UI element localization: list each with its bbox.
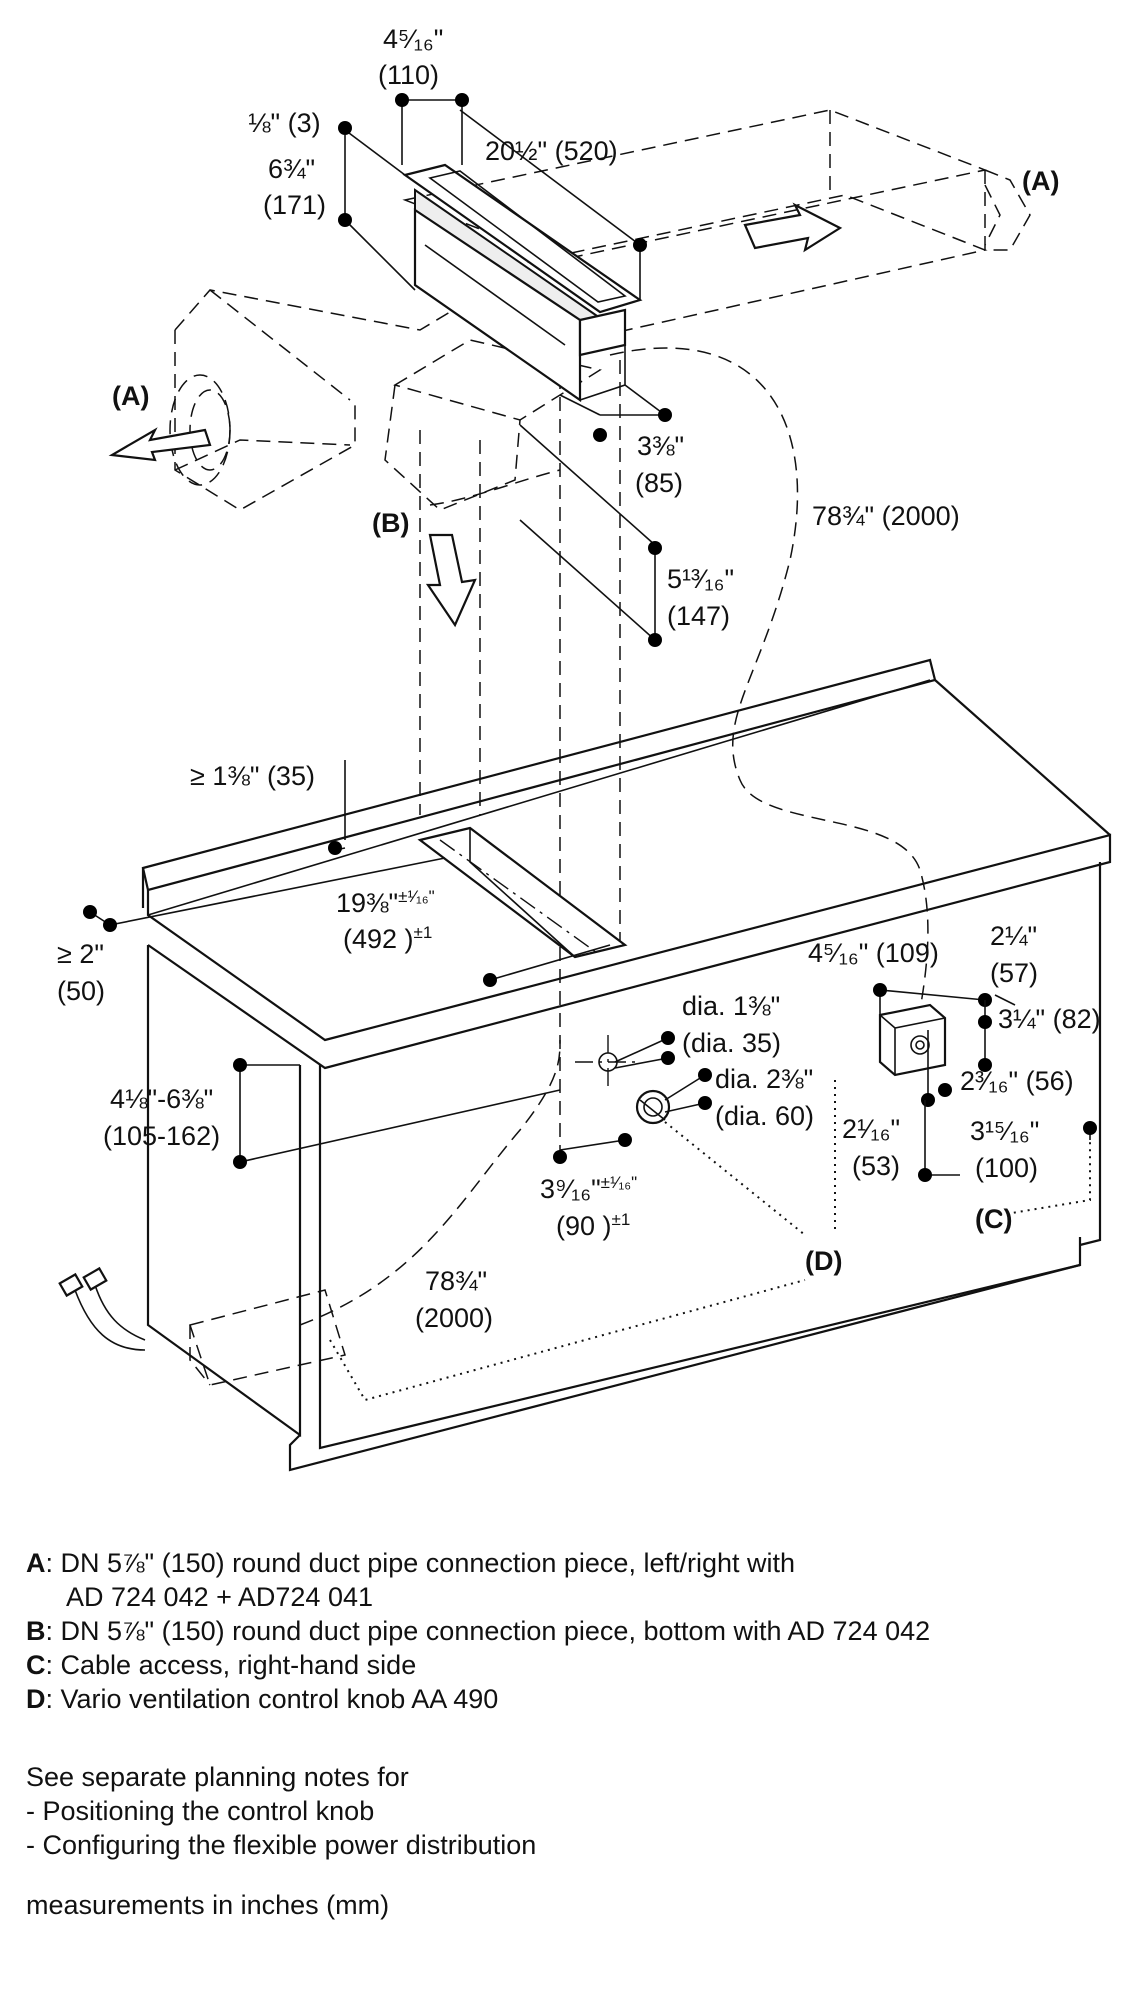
callout-a-right: (A) [1022,166,1059,196]
dim-knob-height-mm: (105-162) [103,1121,220,1151]
units-note: measurements in inches (mm) [26,1890,390,1920]
duct-bottom-dashed [384,339,621,1155]
dim-hole-large: dia. 2⅜" [715,1064,813,1094]
legend-item-a-cont: AD 724 042 + AD724 041 [66,1582,373,1612]
dim-edge-min: ≥ 1⅜" (35) [190,761,315,791]
control-box [878,1003,947,1077]
dim-height-in: 6¾" [268,154,315,184]
dim-length: 20½" (520) [485,136,618,166]
dim-cable-bottom-mm: (2000) [415,1303,493,1333]
dim-bottom-offset-mm: (147) [667,601,730,631]
dim-top-width-mm: (110) [378,60,439,90]
dim-hole-small-mm: (dia. 35) [682,1028,781,1058]
dim-cutout-width-mm: (90 )±1 [556,1210,630,1241]
dim-cutout-length-mm: (492 )±1 [343,923,432,954]
notes-item: - Positioning the control knob [26,1796,375,1826]
downdraft-appliance [402,163,643,403]
power-cable [58,347,929,1351]
dim-box-height: 3¼" (82) [998,1004,1101,1034]
arrow-right [743,202,843,253]
notes-heading: See separate planning notes for [26,1762,409,1792]
planning-notes: See separate planning notes for - Positi… [26,1760,536,1862]
dim-top-width-in: 4⁵⁄₁₆" [383,24,443,54]
dim-box-bottom-mm: (53) [852,1151,900,1181]
callout-b: (B) [372,508,409,538]
legend-item-d: D: Vario ventilation control knob AA 490 [26,1684,499,1714]
arrow-down [425,533,477,628]
arrow-left [108,427,212,462]
dim-depth-offset-in: 3⅜" [637,431,684,461]
dim-box-bottom: 2¹⁄₁₆" [842,1114,900,1144]
dim-flange: ⅛" (3) [248,108,321,138]
callout-d: (D) [805,1246,842,1276]
dim-box-width: 4⁵⁄₁₆" (109) [808,938,939,968]
legend-item-a: A: DN 5⅞" (150) round duct pipe connecti… [26,1548,796,1578]
callout-a-left: (A) [112,381,149,411]
countertop-cabinet [141,658,1112,1472]
dim-cutout-length: 19⅜"±¹⁄₁₆" [336,887,435,918]
dim-hole-small: dia. 1⅜" [682,991,780,1021]
installation-diagram: 4⁵⁄₁₆" (110) ⅛" (3) 6¾" (171) 20½" (520)… [57,24,1112,1472]
legend-item-c: C: Cable access, right-hand side [26,1650,417,1680]
dim-edge-left-in: ≥ 2" [57,939,104,969]
dim-depth-offset-mm: (85) [635,468,683,498]
dim-cable-top: 78¾" (2000) [812,501,960,531]
dim-bottom-offset-in: 5¹³⁄₁₆" [667,564,734,594]
control-knob [575,1035,671,1125]
dimension-markers [83,93,1097,1182]
dim-box-depth-mm: (57) [990,958,1038,988]
duct-left-dashed [169,269,521,511]
dim-edge-left-mm: (50) [57,976,105,1006]
dim-height-mm: (171) [263,190,326,220]
dim-cable-bottom: 78¾" [425,1266,487,1296]
notes-item: - Configuring the flexible power distrib… [26,1830,537,1860]
dim-box-offset: 2³⁄₁₆" (56) [960,1066,1074,1096]
dim-box-depth: 2¼" [990,921,1037,951]
legend-item-b: B: DN 5⅞" (150) round duct pipe connecti… [26,1616,931,1646]
dim-box-side-mm: (100) [975,1153,1038,1183]
dim-hole-large-mm: (dia. 60) [715,1101,814,1131]
dim-knob-height: 4⅛"-6⅜" [110,1084,213,1114]
legend: A: DN 5⅞" (150) round duct pipe connecti… [26,1546,1116,1716]
callout-c: (C) [975,1204,1012,1234]
dim-box-side: 3¹⁵⁄₁₆" [970,1116,1039,1146]
dim-cutout-width: 3⁹⁄₁₆"±¹⁄₁₆" [540,1173,637,1204]
